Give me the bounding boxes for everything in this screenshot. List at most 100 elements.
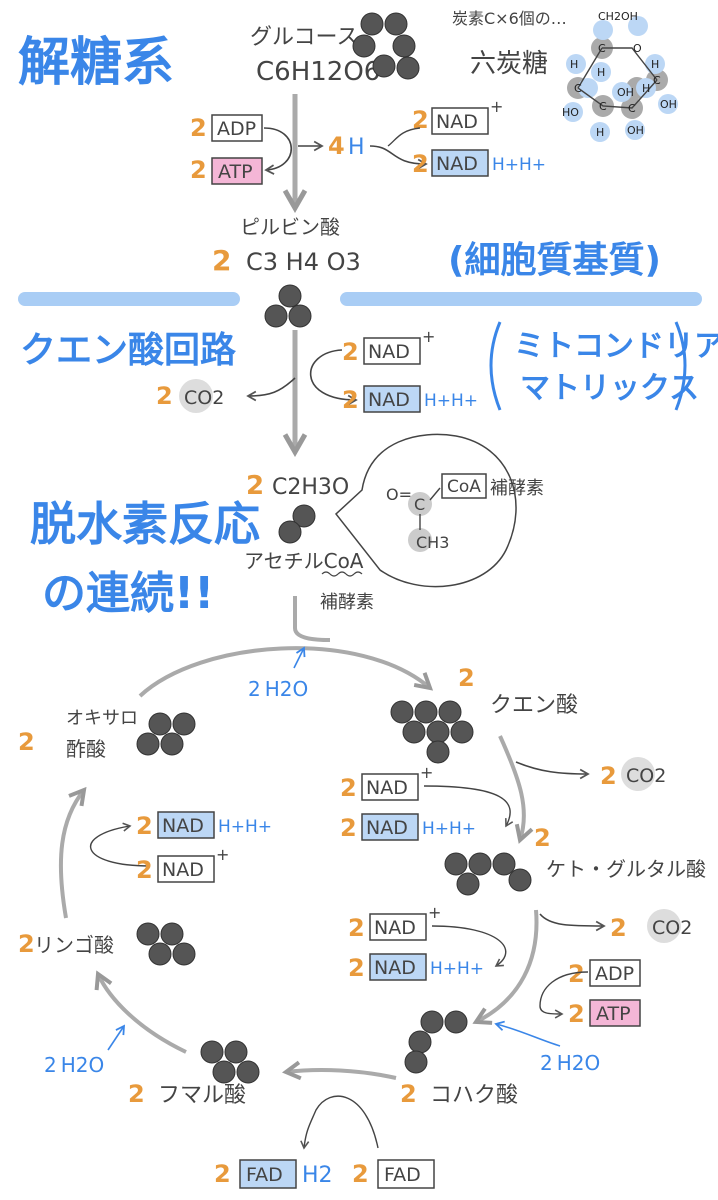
glucose-formula: C6H12O6 — [256, 57, 380, 87]
arrow-adp-to-atp — [263, 127, 292, 175]
co2-1-label: CO2 — [626, 765, 666, 787]
fumarate-molecule-icon — [200, 1040, 260, 1084]
pyruvate-count: 2 — [212, 244, 231, 277]
nadh3-label: NAD — [162, 815, 204, 837]
adp-box — [211, 114, 263, 142]
water-top-arrow — [293, 646, 306, 669]
mito-left-paren — [489, 321, 502, 411]
cycle-arc-succinate-fumarate — [281, 1060, 397, 1081]
nadh2-count: 2 — [348, 954, 365, 982]
nadh1-count: 2 — [340, 814, 357, 842]
nad2-plus: + — [428, 903, 441, 922]
oxalo-molecule-icon — [136, 712, 196, 756]
fumarate-label: フマル酸 — [158, 1083, 246, 1108]
coa-underline — [321, 571, 363, 577]
bubble-coa: CoA — [447, 477, 481, 497]
nadh-box — [431, 149, 489, 177]
cycle-atp-label: ATP — [596, 1003, 631, 1025]
nadh1-box — [361, 813, 419, 841]
glucose-ring-structure: CH2OH C O H C H C H OH H HO C C OH H OH — [562, 10, 678, 142]
struct-h5: H — [596, 126, 604, 139]
nad-box — [431, 107, 489, 135]
fumarate-count: 2 — [128, 1080, 145, 1108]
citric-cycle-title: クエン酸回路 — [20, 330, 237, 371]
nadh3-suffix: H+H+ — [218, 817, 272, 837]
cytoplasm-label: (細胞質基質) — [448, 240, 661, 281]
nad3-label: NAD — [162, 859, 204, 881]
struct-ch2oh: CH2OH — [598, 10, 638, 23]
bubble-c: C — [414, 495, 425, 514]
hexose-label: 六炭糖 — [470, 49, 548, 79]
entry-nadh-box — [363, 385, 421, 413]
arrow-nad2-to-nadh2 — [431, 925, 507, 967]
co2-2-count: 2 — [610, 914, 627, 942]
struct-oh2: OH — [660, 98, 677, 111]
citrate-count: 2 — [458, 664, 475, 692]
cycle-adp-box — [589, 959, 641, 987]
bubble-ch3-atom — [408, 528, 432, 552]
mito-right-paren — [674, 321, 687, 411]
h-count: 4 — [328, 132, 345, 160]
entry-co2-label: CO2 — [184, 387, 224, 409]
nadh1-suffix: H+H+ — [422, 819, 476, 839]
divider-right — [340, 292, 702, 306]
nadh1-label: NAD — [366, 817, 408, 839]
nadh-suffix: H+H+ — [492, 155, 546, 175]
oxalo-label-1: オキサロ — [66, 708, 138, 729]
struct-c5: C — [628, 102, 636, 115]
h-label: H — [348, 135, 365, 160]
malate-molecule-icon — [136, 922, 196, 966]
acetylcoa-label: アセチルCoA — [244, 549, 364, 573]
glucose-molecule-icon — [352, 12, 420, 80]
malate-count: 2 — [18, 930, 35, 958]
arrow-acetyl-into-cycle — [293, 596, 331, 642]
struct-oh1: OH — [617, 86, 634, 99]
cycle-arc-top — [138, 646, 434, 698]
acetyl-molecule-icon — [278, 504, 316, 544]
mito-label-2: マトリックス — [520, 371, 699, 406]
citrate-label: クエン酸 — [490, 693, 578, 718]
malate-label: リンゴ酸 — [34, 933, 114, 957]
atp-count: 2 — [190, 156, 207, 184]
co2-1-bubble — [621, 757, 655, 791]
mito-label-1: ミトコンドリア — [514, 329, 718, 364]
citrate-molecule-icon — [390, 700, 474, 764]
acetyl-count: 2 — [246, 471, 264, 501]
arrow-to-co2-1 — [515, 761, 590, 780]
entry-nad-count: 2 — [342, 338, 359, 366]
struct-c2: C — [574, 82, 582, 95]
nadh3-count: 2 — [136, 812, 153, 840]
nad2-box — [369, 913, 427, 941]
adp-label: ADP — [217, 118, 256, 140]
pyruvate-molecule-icon — [264, 284, 312, 328]
entry-co2-count: 2 — [156, 382, 173, 410]
nadh2-box — [369, 953, 427, 981]
nad1-box — [361, 773, 419, 801]
adp-count: 2 — [190, 114, 207, 142]
bubble-coenzyme: 補酵素 — [490, 478, 544, 499]
dehydrogenation-subtitle: の連続!! — [42, 568, 214, 619]
co2-2-bubble — [647, 909, 681, 943]
struct-o: O — [633, 42, 642, 55]
fadh-label: FAD — [246, 1164, 283, 1186]
pyruvate-formula: C3 H4 O3 — [246, 248, 361, 276]
cycle-adp-count: 2 — [568, 960, 585, 988]
arrow-adp-to-atp-cycle — [539, 971, 589, 1019]
entry-co2-bubble — [179, 379, 213, 413]
water-left-arrow — [107, 1024, 126, 1051]
struct-c3: C — [653, 74, 661, 87]
succinate-label: コハク酸 — [430, 1083, 518, 1108]
arrow-nad-merge — [387, 127, 421, 147]
succinate-count: 2 — [400, 1080, 417, 1108]
nad2-count: 2 — [348, 914, 365, 942]
bubble-o: O= — [386, 485, 412, 504]
fad-label: FAD — [384, 1164, 421, 1186]
nad-plus: + — [490, 97, 503, 116]
dehydrogenation-title: 脱水素反応 — [30, 497, 260, 551]
oxalo-label-2: 酢酸 — [66, 737, 106, 761]
cycle-atp-box — [589, 999, 641, 1027]
cycle-arc-malate-oxalo — [58, 786, 87, 919]
